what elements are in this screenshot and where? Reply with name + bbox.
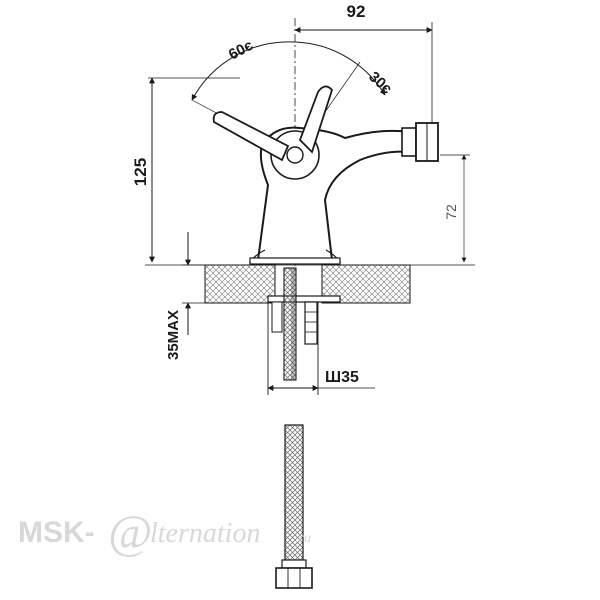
spout-height-label: 72 bbox=[443, 204, 459, 220]
countertop-slab bbox=[204, 264, 411, 304]
dimension-max-thickness: 35MAX bbox=[165, 232, 205, 360]
watermark: MSK- @ lternation .ru bbox=[18, 506, 311, 559]
watermark-brand: MSK- bbox=[18, 516, 95, 549]
dimension-width-label: 92 bbox=[347, 2, 366, 21]
supply-hose-lower bbox=[284, 424, 304, 574]
watermark-at-symbol: @ bbox=[108, 506, 152, 559]
dimension-hole-diameter: Ш35 bbox=[267, 302, 375, 395]
spout-nozzle bbox=[401, 122, 439, 162]
watermark-domain: .ru bbox=[295, 531, 311, 546]
watermark-script: lternation bbox=[150, 518, 260, 549]
angle-left-label: 60є bbox=[226, 37, 256, 64]
dimension-width-top: 92 bbox=[294, 2, 433, 125]
hose-end-nut bbox=[275, 559, 313, 589]
supply-hose-upper bbox=[283, 267, 297, 381]
handle-left bbox=[212, 111, 290, 162]
height-label: 125 bbox=[131, 158, 150, 186]
mounting-hardware bbox=[267, 295, 341, 395]
angle-right-label: 30є bbox=[365, 68, 395, 97]
hole-diameter-label: Ш35 bbox=[325, 369, 359, 386]
handle-right bbox=[298, 85, 334, 154]
max-thickness-label: 35MAX bbox=[165, 310, 182, 360]
dimension-spout-height: 72 bbox=[440, 154, 470, 263]
dimension-height-total: 125 bbox=[131, 77, 240, 263]
